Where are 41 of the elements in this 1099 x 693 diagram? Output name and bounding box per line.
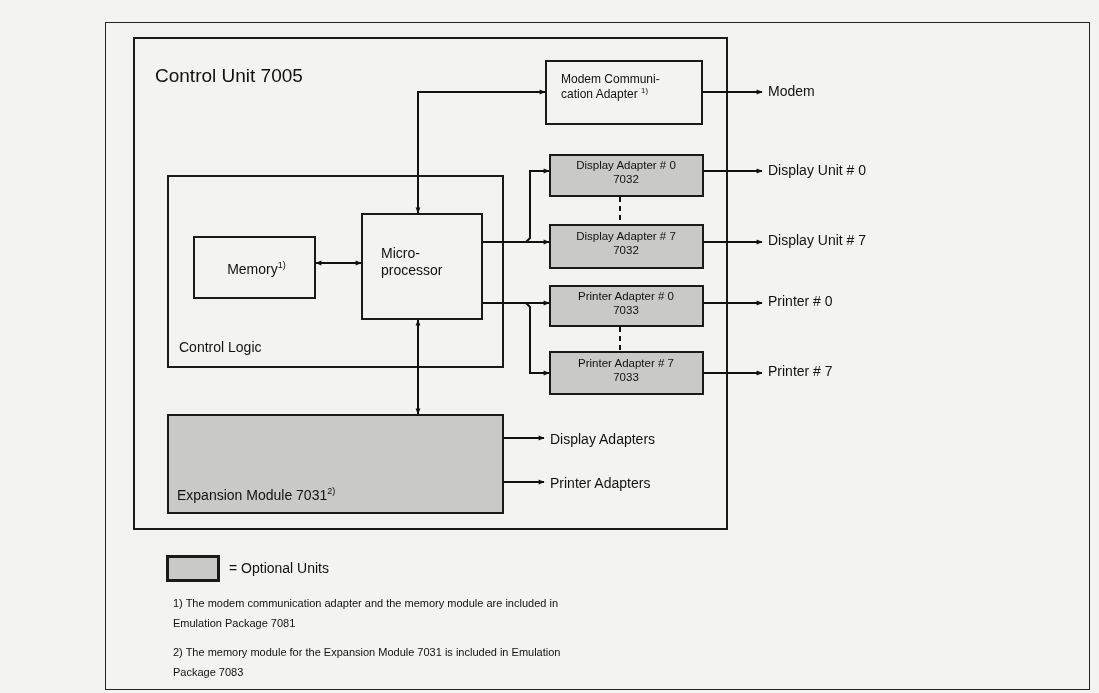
- control-logic-box: [167, 175, 504, 368]
- footnote: 1) The modem communication adapter and the memory module are included in Emulation Package 7081: [173, 596, 559, 631]
- arrow: [503, 435, 545, 441]
- adapter-box: [549, 154, 704, 197]
- box-label: Display Adapter # 0 7032: [575, 159, 677, 187]
- box-label: Printer Adapter # 7 7033: [577, 357, 675, 385]
- output-label: Display Unit # 0: [768, 162, 867, 178]
- microprocessor-box: [361, 213, 483, 320]
- arrow: [415, 319, 421, 415]
- arrow: [703, 370, 763, 376]
- control-unit-box: [133, 37, 728, 530]
- memory-box: [193, 236, 316, 299]
- box-label: Memory$^{1)}$: [226, 260, 287, 278]
- adapter-box: [549, 351, 704, 395]
- output-label: Printer # 7: [768, 363, 833, 379]
- adapter-box: [545, 60, 703, 125]
- box-title: Control Logic: [179, 339, 263, 356]
- box-label: Micro- processor: [381, 245, 444, 279]
- arrow: [703, 300, 763, 306]
- box-title: Expansion Module 7031$^{2)}$: [177, 486, 337, 504]
- arrow: [315, 260, 362, 266]
- box-label: Display Adapter # 7 7032: [575, 230, 677, 258]
- arrow: [702, 89, 763, 95]
- arrow: [703, 239, 763, 245]
- legend-label: = Optional Units: [229, 560, 329, 576]
- footnote: 2) The memory module for the Expansion Module 7031 is included in Emulation Package 7083: [173, 645, 562, 680]
- output-label: Printer Adapters: [550, 475, 651, 491]
- output-label: Modem: [768, 83, 815, 99]
- output-label: Display Unit # 7: [768, 232, 867, 248]
- adapter-box: [549, 285, 704, 327]
- output-label: Printer # 0: [768, 293, 833, 309]
- arrow: [503, 479, 545, 485]
- box-title: Control Unit 7005: [155, 65, 304, 88]
- box-label: Modem Communi- cation Adapter $^{1)}$: [561, 72, 661, 102]
- output-label: Display Adapters: [550, 431, 656, 447]
- connector-line: [619, 326, 621, 352]
- arrow: [415, 89, 546, 214]
- arrow: [703, 168, 763, 174]
- adapter-box: [549, 224, 704, 269]
- box-label: Printer Adapter # 0 7033: [577, 290, 675, 318]
- expansion-module-box: [167, 414, 504, 514]
